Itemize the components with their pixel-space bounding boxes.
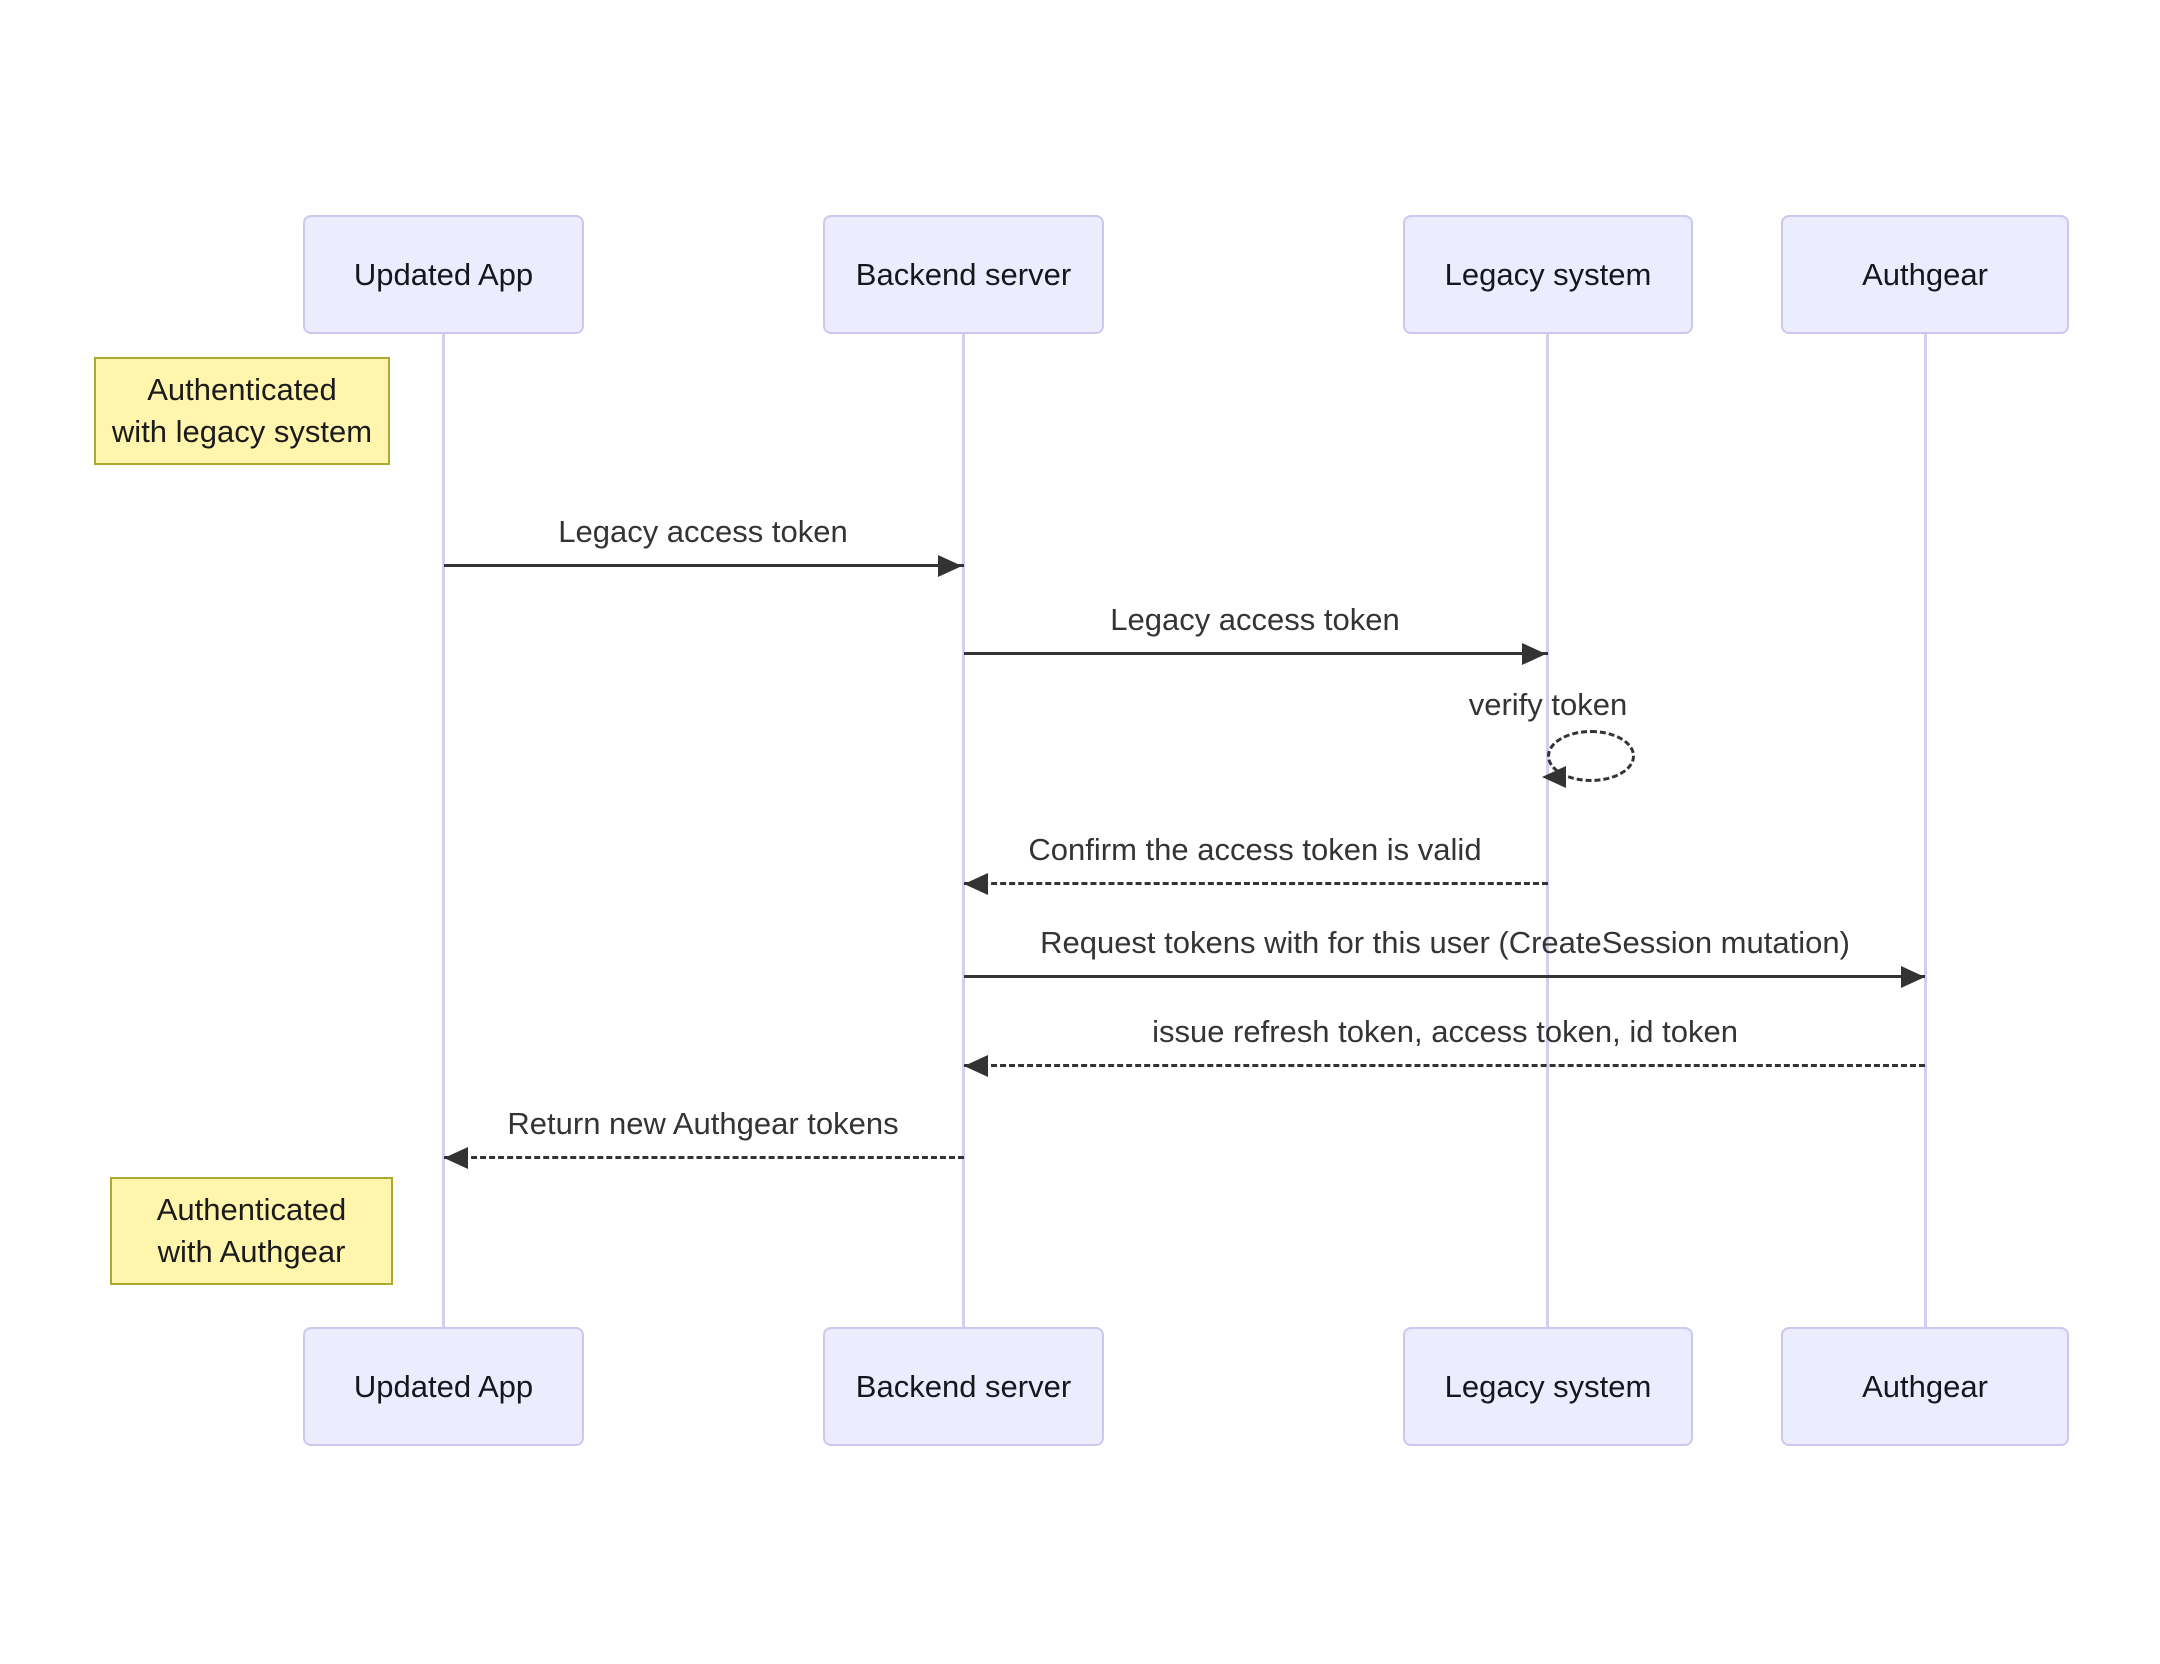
message-line-dashed: [964, 1064, 1925, 1067]
message-label: Return new Authgear tokens: [507, 1106, 899, 1141]
actor-bottom-updated-app: Updated App: [303, 1327, 584, 1446]
actor-bottom-legacy-system: Legacy system: [1403, 1327, 1693, 1446]
arrowhead-right-icon: [1901, 966, 1925, 988]
actor-bottom-authgear: Authgear: [1781, 1327, 2069, 1446]
lifeline-backend-server: [962, 334, 965, 1329]
message-label: issue refresh token, access token, id to…: [1152, 1014, 1738, 1049]
arrowhead-left-icon: [964, 873, 988, 895]
lifeline-authgear: [1924, 334, 1927, 1329]
arrowhead-right-icon: [1522, 643, 1546, 665]
actor-label: Backend server: [855, 1368, 1072, 1404]
lifeline-updated-app: [442, 334, 445, 1329]
note-line: Authenticated: [156, 1192, 347, 1227]
self-loop-ellipse: [1547, 730, 1635, 782]
arrowhead-left-icon: [964, 1055, 988, 1077]
message-label: Confirm the access token is valid: [1028, 832, 1482, 867]
actor-label: Legacy system: [1444, 256, 1652, 292]
actor-top-authgear: Authgear: [1781, 215, 2069, 334]
actor-label: Backend server: [855, 256, 1072, 292]
message-line-solid: [964, 652, 1548, 655]
actor-label: Authgear: [1862, 1368, 1988, 1404]
note-authenticated-authgear: Authenticated with Authgear: [110, 1177, 393, 1285]
message-line-solid: [444, 564, 964, 567]
lifeline-legacy-system: [1546, 334, 1549, 1329]
note-line: with legacy system: [111, 414, 373, 449]
message-label: Legacy access token: [1110, 602, 1400, 637]
note-authenticated-legacy: Authenticated with legacy system: [94, 357, 390, 465]
arrowhead-right-icon: [938, 555, 962, 577]
actor-top-updated-app: Updated App: [303, 215, 584, 334]
message-line-dashed: [964, 882, 1548, 885]
actor-label: Updated App: [353, 1368, 534, 1404]
message-line-solid: [964, 975, 1925, 978]
arrowhead-left-icon: [1542, 766, 1566, 788]
message-label: verify token: [1468, 687, 1628, 722]
note-line: Authenticated: [147, 372, 337, 407]
arrowhead-left-icon: [444, 1147, 468, 1169]
actor-label: Updated App: [353, 256, 534, 292]
actor-label: Authgear: [1862, 256, 1988, 292]
message-line-dashed: [444, 1156, 964, 1159]
actor-top-backend-server: Backend server: [823, 215, 1104, 334]
message-label: Request tokens with for this user (Creat…: [1040, 925, 1850, 960]
actor-label: Legacy system: [1444, 1368, 1652, 1404]
actor-bottom-backend-server: Backend server: [823, 1327, 1104, 1446]
actor-top-legacy-system: Legacy system: [1403, 215, 1693, 334]
message-label: Legacy access token: [558, 514, 848, 549]
note-line: with Authgear: [157, 1234, 346, 1269]
